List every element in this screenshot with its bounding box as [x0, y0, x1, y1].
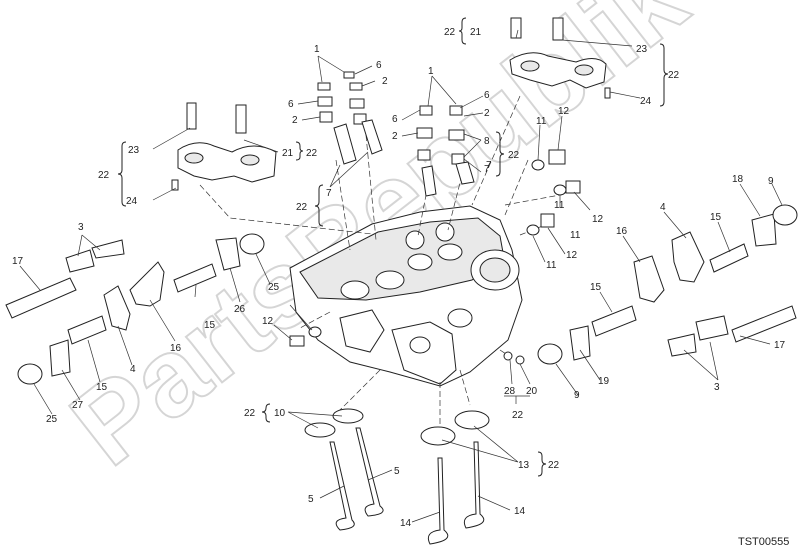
valves-bottom	[304, 408, 490, 545]
callout-12: 12	[558, 106, 570, 117]
callout-7: 7	[326, 188, 332, 199]
callout-4: 4	[660, 202, 666, 213]
callout-1: 1	[314, 44, 320, 55]
callout-3: 3	[714, 382, 720, 393]
callout-13: 13	[518, 460, 530, 471]
callout-15: 15	[590, 282, 602, 293]
callout-3: 3	[78, 222, 84, 233]
callout-23: 23	[128, 145, 140, 156]
callout-16: 16	[616, 226, 628, 237]
callout-4: 4	[130, 364, 136, 375]
callout-11: 11	[570, 230, 581, 241]
rocker-parts-left	[5, 233, 265, 385]
callout-22: 22	[306, 148, 318, 159]
callout-11: 11	[546, 260, 557, 271]
callout-2: 2	[382, 76, 388, 87]
callout-22: 22	[548, 460, 560, 471]
rocker-parts-right	[537, 204, 798, 365]
callout-2: 2	[392, 131, 398, 142]
callout-22: 22	[244, 408, 256, 419]
callout-1: 1	[428, 66, 434, 77]
clamp-top-right	[509, 17, 611, 99]
callout-22: 22	[444, 27, 456, 38]
callout-22: 22	[296, 202, 308, 213]
valve-train-upper	[317, 71, 475, 197]
callout-14: 14	[514, 506, 526, 517]
callout-5: 5	[394, 466, 400, 477]
callout-25: 25	[268, 282, 280, 293]
callout-19: 19	[598, 376, 610, 387]
assembly-lines	[199, 95, 561, 440]
callout-24: 24	[126, 196, 138, 207]
cylinder-head	[289, 205, 523, 387]
braces	[117, 17, 669, 477]
callout-labels: 1 6 2 6 2 1 6 2 6 2 8 7 7 22 21 23 22 24…	[12, 27, 786, 529]
callout-6: 6	[392, 114, 398, 125]
callout-14: 14	[400, 518, 412, 529]
callout-21: 21	[282, 148, 294, 159]
callout-9: 9	[768, 176, 774, 187]
callout-21: 21	[470, 27, 482, 38]
callout-22: 22	[98, 170, 110, 181]
callout-7: 7	[486, 160, 492, 171]
callout-15: 15	[204, 320, 216, 331]
callout-17: 17	[774, 340, 786, 351]
drawing-code: TST00555	[738, 536, 789, 548]
callout-25: 25	[46, 414, 58, 425]
callout-7: 7	[484, 164, 490, 175]
callout-5: 5	[308, 494, 314, 505]
callout-18: 18	[732, 174, 744, 185]
callout-6: 6	[376, 60, 382, 71]
callout-16: 16	[170, 343, 182, 354]
callout-12: 12	[592, 214, 604, 225]
callout-6: 6	[484, 90, 490, 101]
callout-10: 10	[274, 408, 286, 419]
callout-27: 27	[72, 400, 84, 411]
callout-22: 22	[508, 150, 520, 161]
callout-28: 28	[504, 386, 516, 397]
callout-17: 17	[12, 256, 24, 267]
leader-lines	[19, 29, 783, 523]
callout-26: 26	[234, 304, 246, 315]
callout-11: 11	[554, 200, 565, 211]
callout-24: 24	[640, 96, 652, 107]
callout-20: 20	[526, 386, 538, 397]
callout-15: 15	[96, 382, 108, 393]
callout-2: 2	[484, 108, 490, 119]
callout-23: 23	[636, 44, 648, 55]
callout-2: 2	[292, 115, 298, 126]
plugs-and-washers	[289, 149, 581, 365]
clamp-left	[171, 102, 277, 191]
callout-22: 22	[512, 410, 524, 421]
callout-8: 8	[484, 136, 490, 147]
callout-22: 22	[668, 70, 680, 81]
callout-15: 15	[710, 212, 722, 223]
callout-12: 12	[262, 316, 274, 327]
callout-6: 6	[288, 99, 294, 110]
callout-12: 12	[566, 250, 578, 261]
callout-9: 9	[574, 390, 580, 401]
callout-11: 11	[536, 116, 547, 127]
